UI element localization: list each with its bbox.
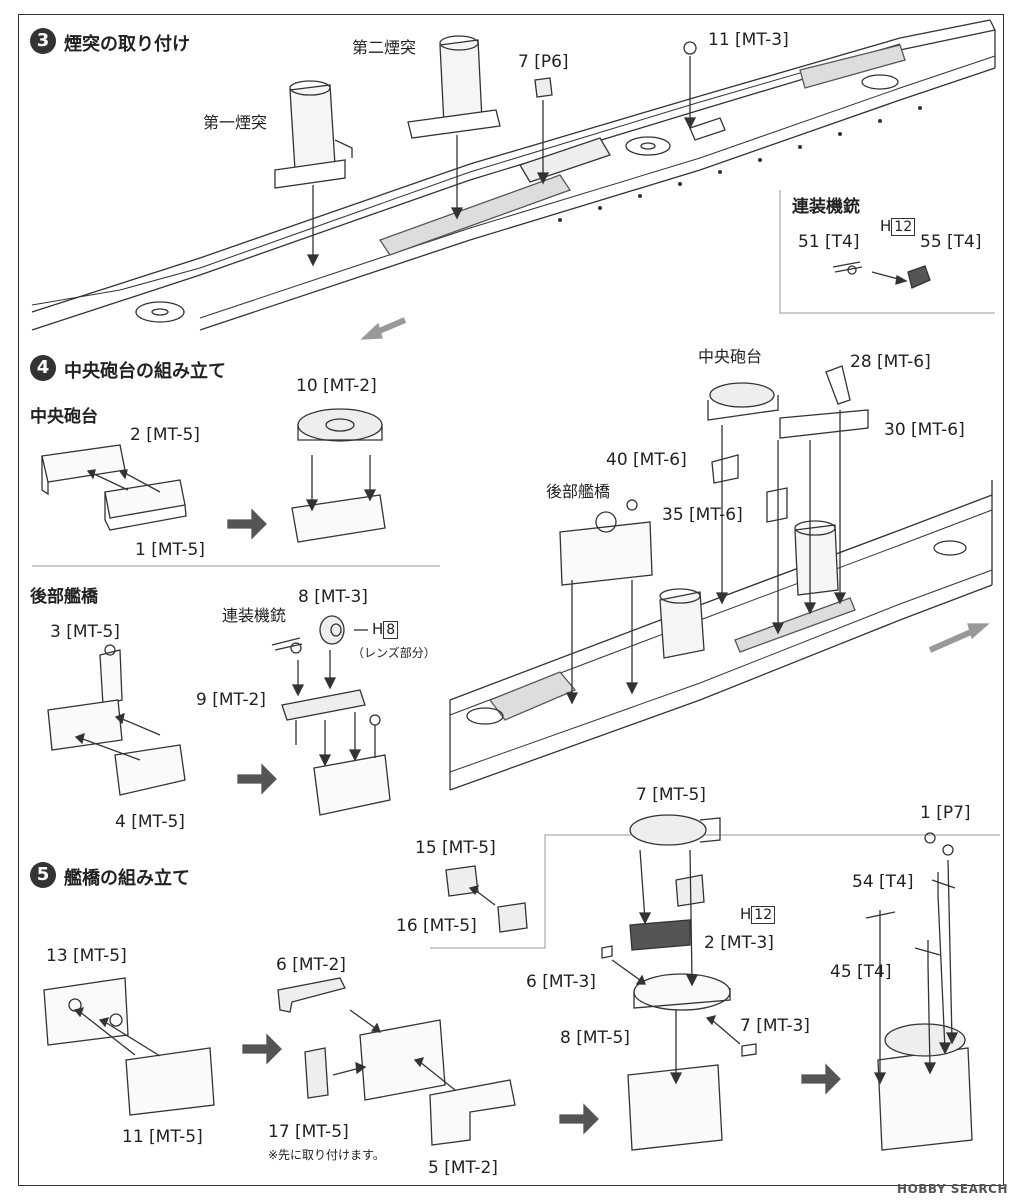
h-prefix: H <box>372 620 384 638</box>
rear-bridge-parts <box>47 644 186 796</box>
part-2-mt5-label: 2 [MT-5] <box>130 425 200 445</box>
part-30-mt6-label: 30 [MT-6] <box>884 420 965 440</box>
step3-badge: 3 <box>30 28 56 54</box>
part-55-t4-label: 55 [T4] <box>920 232 982 252</box>
inset-frame-step5 <box>430 834 1000 949</box>
part-9-mt2-label: 9 [MT-2] <box>196 690 266 710</box>
h-prefix: H <box>880 217 892 235</box>
part-28-mt6-label: 28 [MT-6] <box>850 352 931 372</box>
bridge-top-parts <box>601 814 757 1151</box>
part-10-mt2-label: 10 [MT-2] <box>296 376 377 396</box>
funnel-2-label: 第二煙突 <box>352 38 417 57</box>
step4-arrow-1 <box>227 508 267 540</box>
h-number-box: 12 <box>891 218 916 236</box>
part-7-mt5-label: 7 [MT-5] <box>636 785 706 805</box>
step5-badge: 5 <box>30 862 56 888</box>
part-7-p6-illustration <box>534 77 553 185</box>
central-battery-subtitle: 中央砲台 <box>30 407 98 427</box>
part-3-mt5-label: 3 [MT-5] <box>50 622 120 642</box>
part-1-mt5-label: 1 [MT-5] <box>135 540 205 560</box>
central-battery-parts <box>41 444 187 531</box>
part-1-p7-label: 1 [P7] <box>920 803 971 823</box>
hull-step4 <box>449 480 993 791</box>
part-8-mt3-label: 8 [MT-3] <box>298 587 368 607</box>
funnel-1-illustration <box>274 80 353 267</box>
h-number-box: 12 <box>751 906 776 924</box>
rear-bridge-subparts <box>271 615 391 816</box>
part-51-t4-label: 51 [T4] <box>798 232 860 252</box>
funnel-1-label: 第一煙突 <box>203 113 268 132</box>
twin-mg-parts <box>832 261 931 289</box>
part-11-mt3-label: 11 [MT-3] <box>708 30 789 50</box>
part-40-mt6-label: 40 [MT-6] <box>606 450 687 470</box>
part-35-mt6-label: 35 [MT-6] <box>662 505 743 525</box>
step4-title: 中央砲台の組み立て <box>64 361 226 382</box>
h-prefix: H <box>740 905 752 923</box>
part-4-mt5-label: 4 [MT-5] <box>115 812 185 832</box>
part-16-mt5-label: 16 [MT-5] <box>396 916 477 936</box>
step5-arrow-1 <box>242 1033 282 1065</box>
hull-rear-label: 後部艦橋 <box>546 482 611 501</box>
bridge-base-parts <box>43 977 215 1116</box>
step4-badge: 4 <box>30 355 56 381</box>
attach-first-note: ※先に取り付けます。 <box>268 1148 385 1162</box>
step5-small-parts <box>445 865 528 933</box>
part-45-t4-label: 45 [T4] <box>830 962 892 982</box>
sheet-frame <box>18 14 1004 1186</box>
part-5-mt2-label: 5 [MT-2] <box>428 1158 498 1178</box>
step5-arrow-3 <box>801 1063 841 1095</box>
step5-arrow-2 <box>559 1103 599 1135</box>
bridge-assembled <box>865 832 973 1151</box>
lens-note: （レンズ部分） <box>352 646 436 660</box>
part-2-mt3-label: 2 [MT-3] <box>704 933 774 953</box>
bridge-mid-parts <box>277 977 516 1146</box>
part-13-mt5-label: 13 [MT-5] <box>46 946 127 966</box>
inset-frame-step3 <box>779 190 995 314</box>
part-6-mt3-label: 6 [MT-3] <box>526 972 596 992</box>
rear-gun-label: 連装機銃 <box>222 606 287 625</box>
rear-bridge-subtitle: 後部艦橋 <box>30 587 98 607</box>
part-17-mt5-label: 17 [MT-5] <box>268 1122 349 1142</box>
hull-step3 <box>31 19 996 340</box>
part-11-mt5-label: 11 [MT-5] <box>122 1127 203 1147</box>
step4-arrow-2 <box>237 763 277 795</box>
hull-step4-subparts <box>559 365 869 705</box>
part-11-mt3-illustration <box>683 41 697 130</box>
part-7-mt3-label: 7 [MT-3] <box>740 1016 810 1036</box>
h-number-box: 8 <box>383 621 399 639</box>
twin-mg-inset-title: 連装機銃 <box>792 197 860 217</box>
step5-title: 艦橋の組み立て <box>64 868 190 889</box>
part-8-mt5-label: 8 [MT-5] <box>560 1028 630 1048</box>
part-54-t4-label: 54 [T4] <box>852 872 914 892</box>
part-6-mt2-label: 6 [MT-2] <box>276 955 346 975</box>
central-battery-assembled <box>291 408 386 543</box>
part-7-p6-label: 7 [P6] <box>518 52 569 72</box>
hobby-search-watermark: HOBBY SEARCH <box>897 1182 1008 1196</box>
hull-central-label: 中央砲台 <box>698 347 763 366</box>
part-15-mt5-label: 15 [MT-5] <box>415 838 496 858</box>
funnel-2-illustration <box>407 35 501 220</box>
step3-title: 煙突の取り付け <box>64 34 190 55</box>
